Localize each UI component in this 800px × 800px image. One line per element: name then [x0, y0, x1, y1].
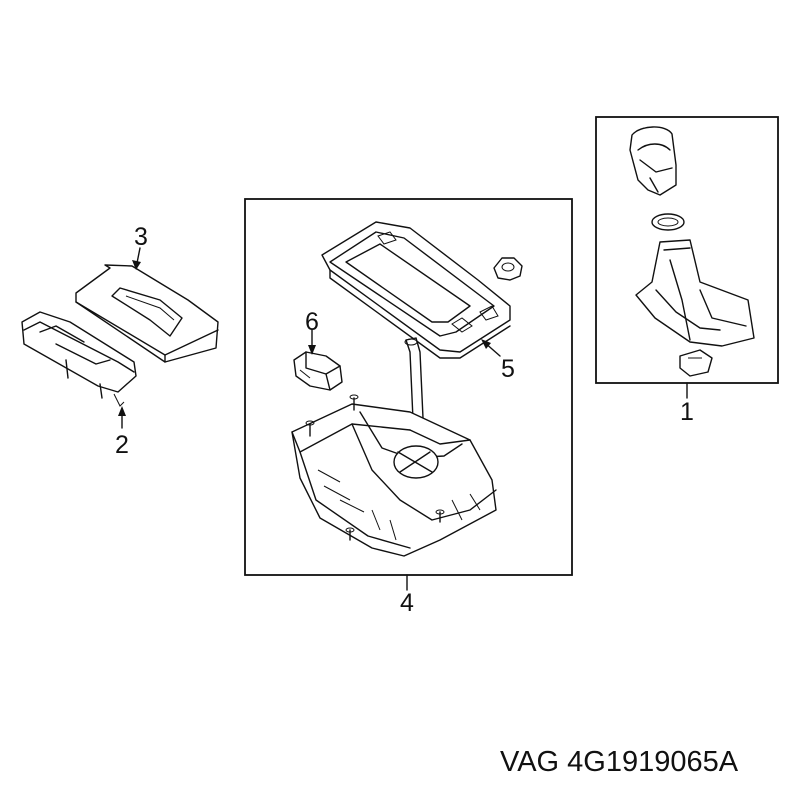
part-number: 4G1919065A	[567, 746, 739, 778]
callout-1: 1	[680, 398, 694, 426]
leader-lines	[118, 247, 688, 591]
part-5-bezel	[321, 221, 523, 359]
callout-6: 6	[305, 308, 319, 336]
callout-4: 4	[400, 589, 414, 617]
brand-name: VAG	[500, 746, 559, 778]
callout-3: 3	[134, 223, 148, 251]
part-4-shifter-housing	[291, 337, 497, 557]
part-2-switch-panel	[21, 311, 137, 407]
callout-5: 5	[501, 355, 515, 383]
footer-label: VAG 4G1919065A	[500, 746, 739, 778]
part-1-shift-knob-assembly	[629, 126, 755, 377]
part-6-connector	[293, 351, 343, 391]
callout-2: 2	[115, 431, 129, 459]
group-box-4	[244, 198, 573, 576]
part-3-trim-cover	[75, 264, 219, 363]
